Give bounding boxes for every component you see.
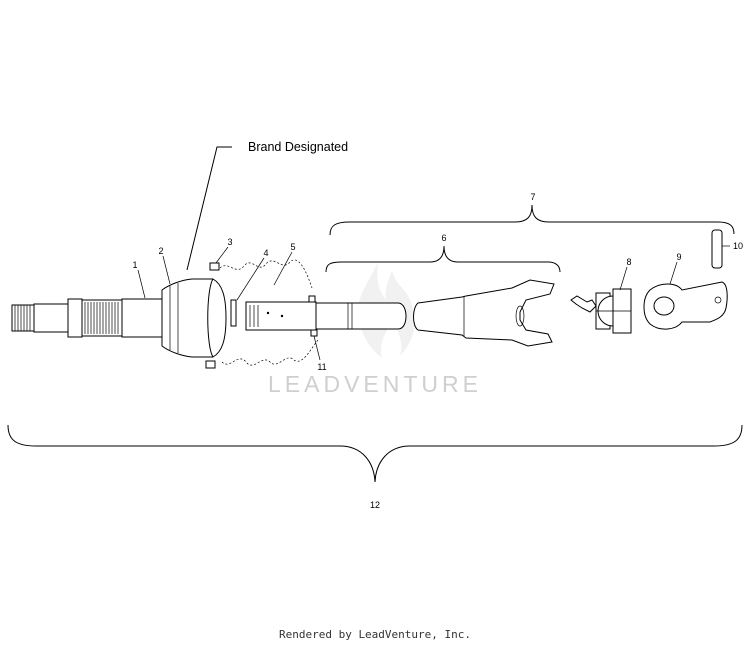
callout-3: 3	[227, 237, 232, 247]
callout-11: 11	[317, 362, 326, 372]
part-6-driveshaft	[315, 279, 555, 347]
part-3-clamp	[205, 262, 220, 369]
brace-7	[329, 204, 735, 236]
rendered-by-footer: Rendered by LeadVenture, Inc.	[278, 628, 472, 641]
part-9-flange-yoke	[643, 281, 728, 330]
callout-1: 1	[132, 260, 137, 270]
boot-outline	[219, 259, 319, 366]
callout-numbers: 1 2 3 4 5 6 7 8 9 10 11 12	[132, 192, 743, 510]
callout-6: 6	[441, 233, 446, 243]
brace-12	[7, 424, 743, 483]
callout-5: 5	[290, 242, 295, 252]
callout-2: 2	[158, 246, 163, 256]
part-4-snap-ring	[230, 299, 237, 327]
part-2-cv-housing	[161, 278, 227, 358]
part-10-pin	[711, 229, 723, 269]
callout-8: 8	[626, 257, 631, 267]
plunge-shaft	[245, 295, 318, 337]
part-8-cross-joint	[570, 288, 632, 334]
callout-10: 10	[733, 241, 743, 251]
callout-7: 7	[530, 192, 535, 202]
brace-6	[325, 245, 561, 273]
callout-12: 12	[370, 500, 380, 510]
brand-leader	[186, 146, 232, 271]
brand-designated-label: Brand Designated	[248, 140, 348, 154]
watermark-text: LEADVENTURE	[268, 371, 482, 397]
callout-4: 4	[263, 248, 268, 258]
callout-9: 9	[676, 252, 681, 262]
part-1-stub-shaft	[11, 298, 167, 338]
callout-leaders	[137, 245, 730, 361]
